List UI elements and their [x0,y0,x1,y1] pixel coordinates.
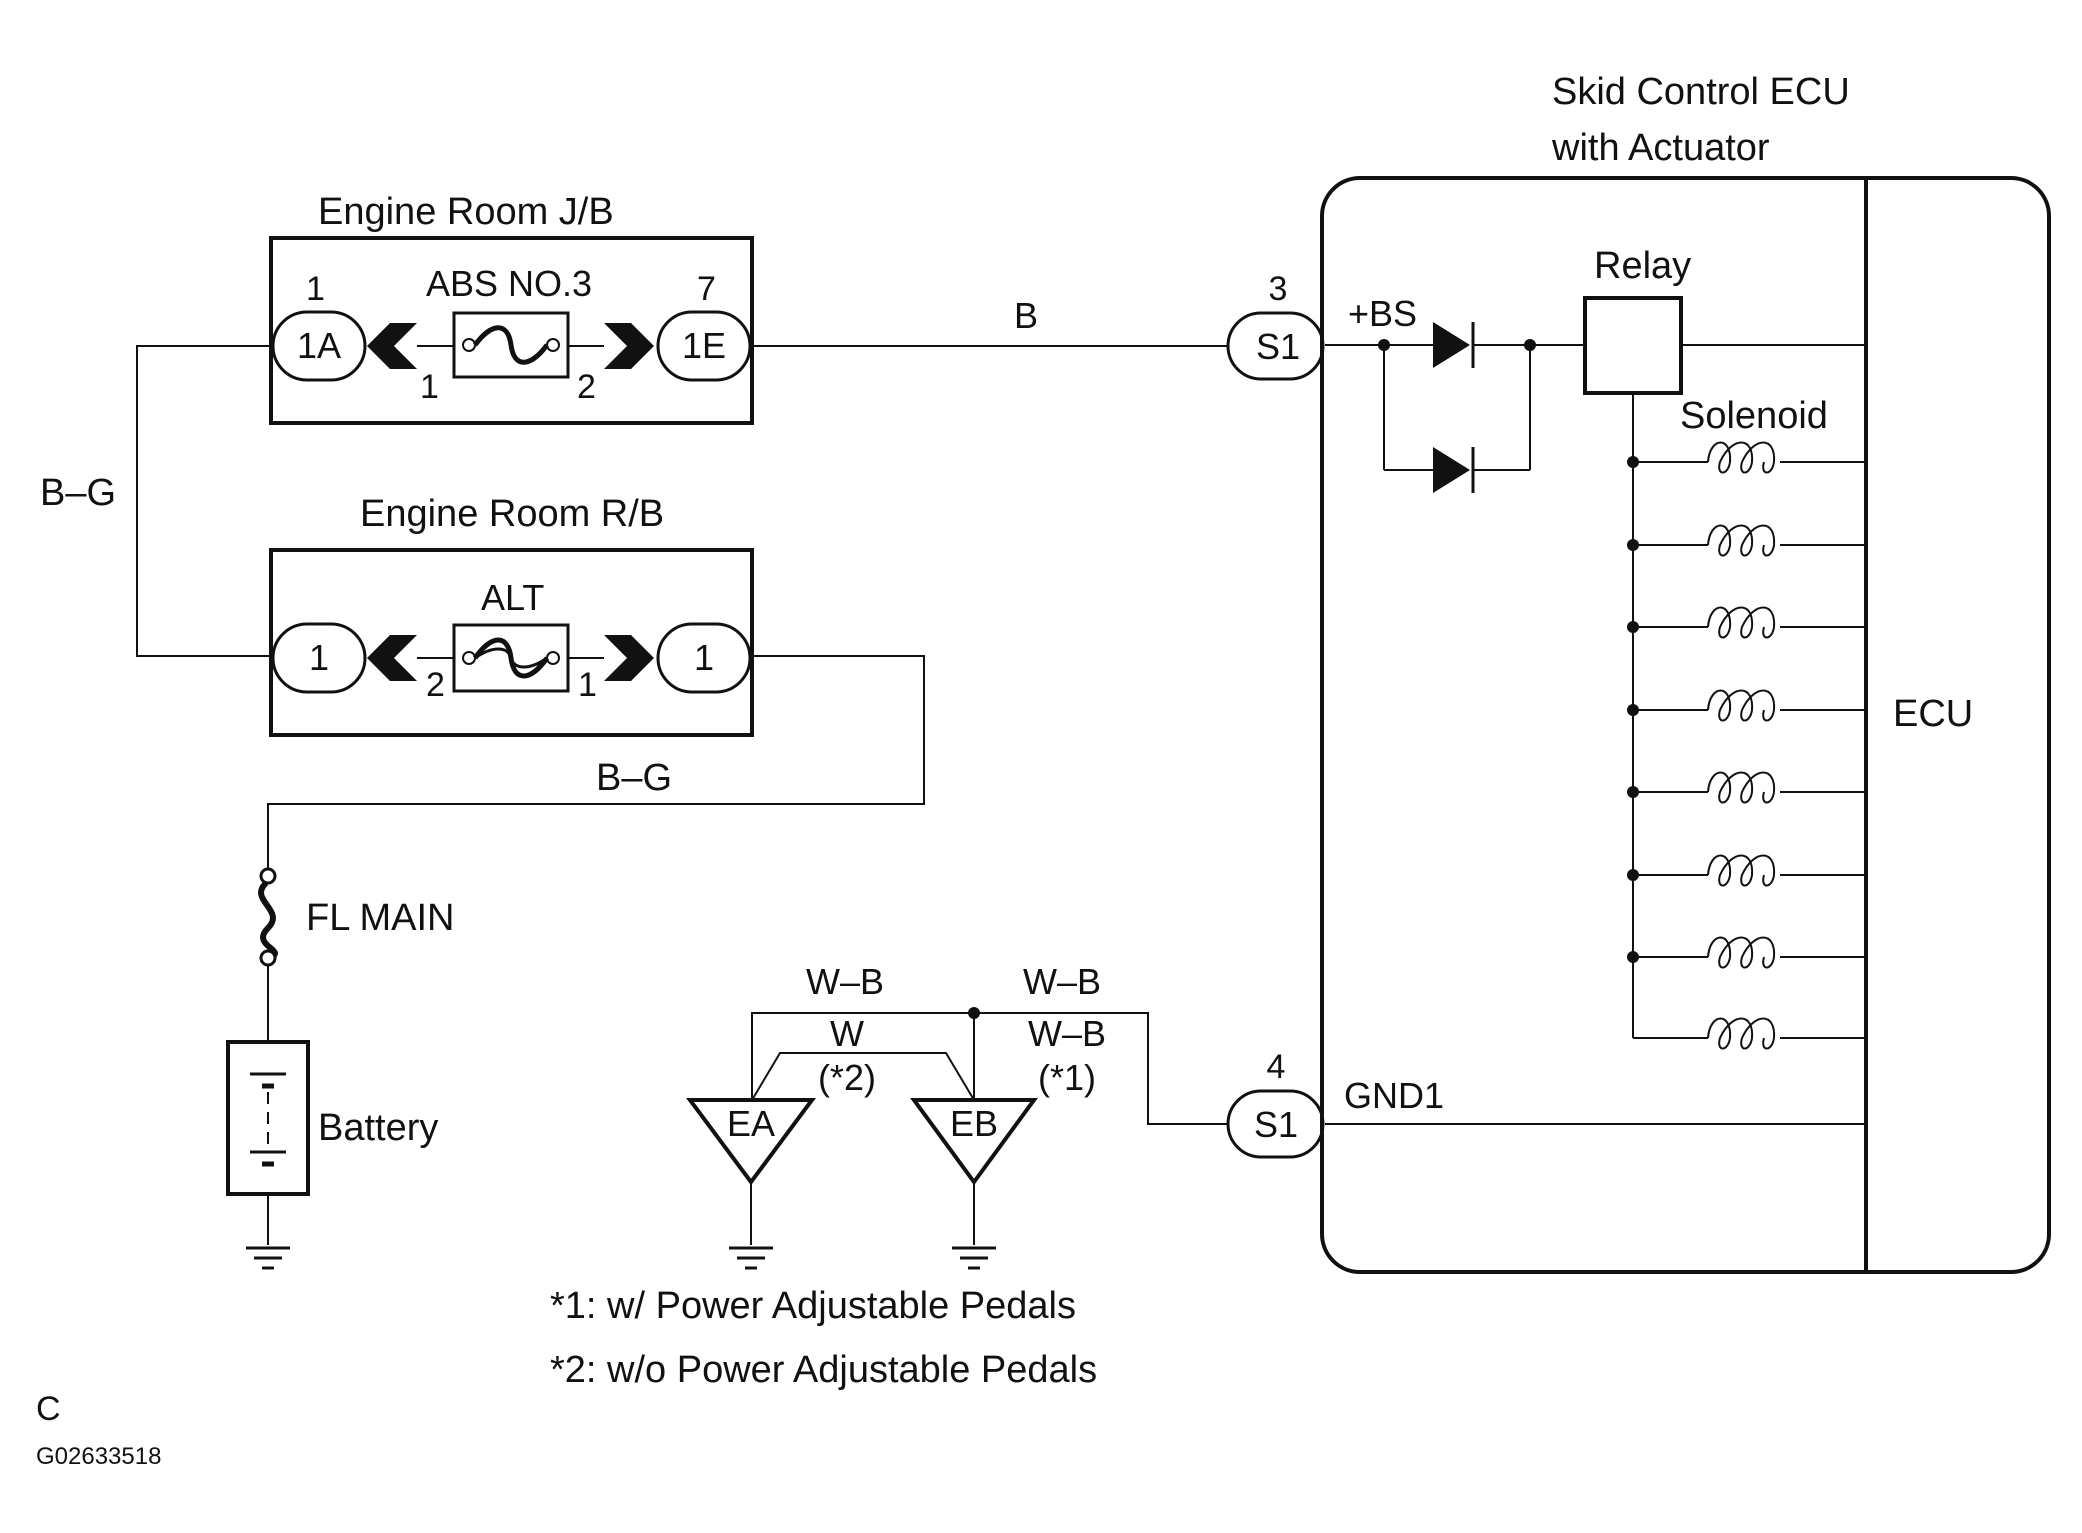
wire-bg-bottom-label: B–G [596,757,672,799]
ecu-title-line2: with Actuator [1551,127,1770,169]
s1-top-label: S1 [1256,326,1300,367]
ground-point-ea [686,1098,816,1186]
battery-label: Battery [318,1107,438,1149]
rb-outline [269,548,754,737]
footer-letter: C [36,1390,61,1428]
rb-fuse-pin-left: 2 [426,666,445,704]
jb-fuse-pin-right: 2 [577,368,596,406]
wire-bg-left [136,345,273,657]
footnote-1: *1: w/ Power Adjustable Pedals [550,1285,1076,1327]
rb-fuse-pin-right: 1 [578,666,597,704]
solenoid-coil-2 [1627,524,1866,557]
solenoid-coil-4 [1627,689,1866,722]
rb-connector-left-label: 1 [309,637,329,678]
s1-bottom-pin: 4 [1267,1048,1286,1086]
ground-ea-label: EA [727,1103,775,1144]
fl-main-label: FL MAIN [306,897,455,939]
wire-w [751,1052,975,1101]
diode-network [1325,322,1585,493]
jb-connector-1e-label: 1E [682,325,726,366]
relay-label: Relay [1594,245,1691,287]
coil-icon [1707,441,1776,474]
battery-icon [250,1072,286,1167]
rb-connector-right-label: 1 [694,637,714,678]
terminal-left-icon [367,323,417,369]
wire-b-label: B [1014,295,1038,336]
ecu-outline [1320,176,2051,1274]
wires: B B–G B–G FL MAIN Battery [40,270,1325,1270]
solenoid-coil-3 [1627,606,1866,639]
wire-wb-left-label: W–B [806,961,884,1002]
s1-top-connector [1226,311,1325,381]
skid-control-ecu: Skid Control ECU with Actuator ECU +BS R… [1320,71,2051,1274]
wire-bg-left-label: B–G [40,472,116,514]
coil-icon [1707,1017,1776,1050]
jb-pin-left: 1 [306,270,325,308]
solenoid-coil-6 [1627,854,1866,887]
relay-box [1583,296,1683,395]
jb-title: Engine Room J/B [318,191,614,233]
rb-fuse-label: ALT [481,577,544,618]
solenoid-label: Solenoid [1680,395,1828,437]
s1-bottom-label: S1 [1254,1104,1298,1145]
ecu-label: ECU [1893,693,1973,735]
terminal-right-icon [604,323,654,369]
ecu-title-line1: Skid Control ECU [1552,71,1850,113]
ground-eb-label: EB [950,1103,998,1144]
diode-icon [1433,447,1470,493]
wire-wb [751,1012,1228,1125]
solenoid-coil-8 [1633,1017,1866,1050]
gnd1-label: GND1 [1344,1075,1444,1116]
engine-room-jb: Engine Room J/B 1 7 ABS NO.3 1A 1E 1 2 [269,191,754,425]
jb-pin-right: 7 [697,270,716,308]
coil-icon [1707,524,1776,557]
solenoid-coils [1627,441,1866,1050]
coil-icon [1707,606,1776,639]
ground-icon [246,1246,290,1270]
engine-room-rb: Engine Room R/B ALT 1 1 2 1 [269,493,754,737]
ground-icon [729,1246,773,1270]
terminal-right-icon [604,635,654,681]
wire-bg-bottom [267,655,925,876]
wire-w-label: W [830,1013,864,1054]
jb-fuse-pin-left: 1 [420,368,439,406]
diode-icon [1433,322,1470,368]
solenoid-coil-7 [1627,936,1866,969]
jb-connector-1a-label: 1A [297,325,341,366]
s1-bottom-connector [1226,1089,1325,1159]
solenoid-coil-5 [1627,771,1866,804]
footnote-2: *2: w/o Power Adjustable Pedals [550,1349,1097,1391]
jb-fuse-label: ABS NO.3 [426,263,592,304]
footer-code: G02633518 [36,1443,161,1470]
fuse-icon [472,325,550,365]
wire-wb-lower-label: W–B [1028,1013,1106,1054]
ground-point-eb [910,1098,1038,1186]
note1-ref: (*1) [1038,1057,1096,1098]
coil-icon [1707,689,1776,722]
note2-ref: (*2) [818,1057,876,1098]
fl-main-icon [258,880,278,961]
s1-top-pin: 3 [1269,270,1288,308]
ground-icon [952,1246,996,1270]
rb-connector-right [656,622,752,694]
rb-connector-left [271,622,367,694]
wire-wb-right-label: W–B [1023,961,1101,1002]
coil-icon [1707,771,1776,804]
coil-icon [1707,854,1776,887]
jb-outline [269,236,754,425]
bs-label: +BS [1348,293,1417,334]
terminal-left-icon [367,635,417,681]
rb-title: Engine Room R/B [360,493,664,535]
coil-icon [1707,936,1776,969]
solenoid-coil-1 [1627,441,1866,474]
